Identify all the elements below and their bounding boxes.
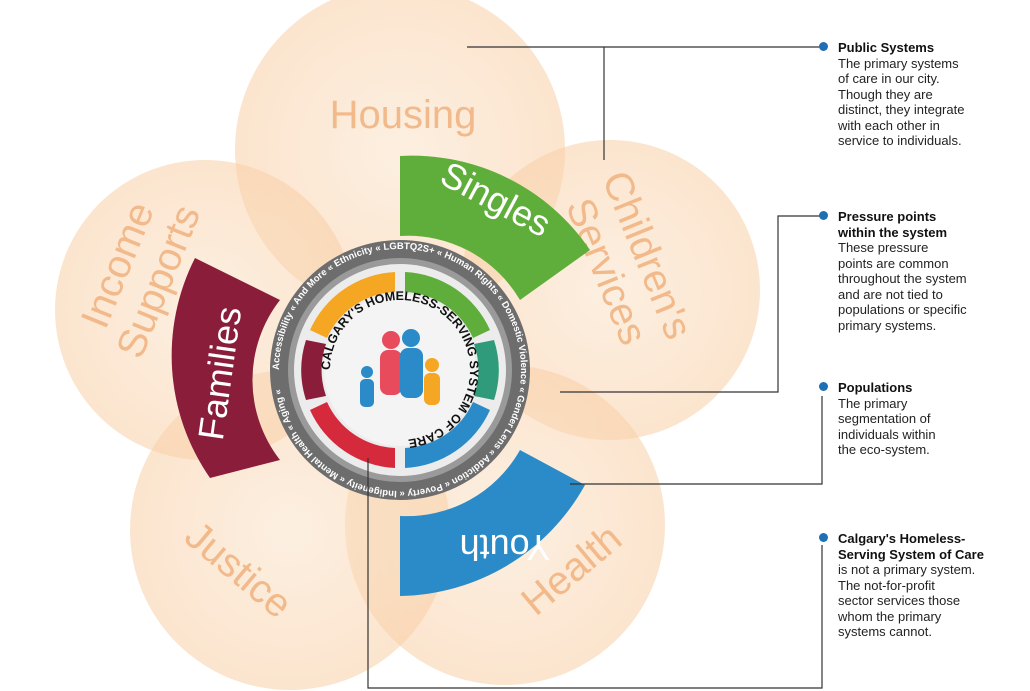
legend-title: Public Systems xyxy=(838,40,935,55)
legend-system-of-care: Calgary's Homeless- Serving System of Ca… xyxy=(819,531,1020,640)
legend-pressure-points: Pressure points within the system These … xyxy=(819,209,1020,333)
legend-title: Pressure points within the system xyxy=(838,209,948,240)
legend-title: Calgary's Homeless- Serving System of Ca… xyxy=(838,531,984,562)
legend-populations: Populations The primary segmentation of … xyxy=(819,380,1020,458)
legend-title: Populations xyxy=(838,380,913,395)
family-icon xyxy=(360,329,440,407)
families-ribbon xyxy=(171,258,280,478)
youth-ribbon xyxy=(400,450,585,596)
system-of-care-connector xyxy=(367,458,823,689)
populations-connector xyxy=(570,396,823,485)
pressure-points-connector xyxy=(560,215,820,393)
housing-label: Housing xyxy=(330,93,477,137)
youth-label: Youth xyxy=(460,527,551,568)
legend-desc: is not a primary system. The not-for-pro… xyxy=(838,562,976,639)
bullet-icon xyxy=(819,42,828,51)
connector-lines xyxy=(367,46,823,689)
legend-public-systems: Public Systems The primary systems of ca… xyxy=(819,40,1020,149)
legend-desc: The primary segmentation of individuals … xyxy=(838,395,936,458)
bullet-icon xyxy=(819,382,828,391)
singles-ribbon xyxy=(400,155,590,300)
bullet-icon xyxy=(819,533,828,542)
legend-desc: The primary systems of care in our city.… xyxy=(838,55,965,149)
legend-desc: These pressure points are common through… xyxy=(838,240,967,333)
bullet-icon xyxy=(819,211,828,220)
population-ribbons: Singles Youth Families xyxy=(171,153,590,596)
